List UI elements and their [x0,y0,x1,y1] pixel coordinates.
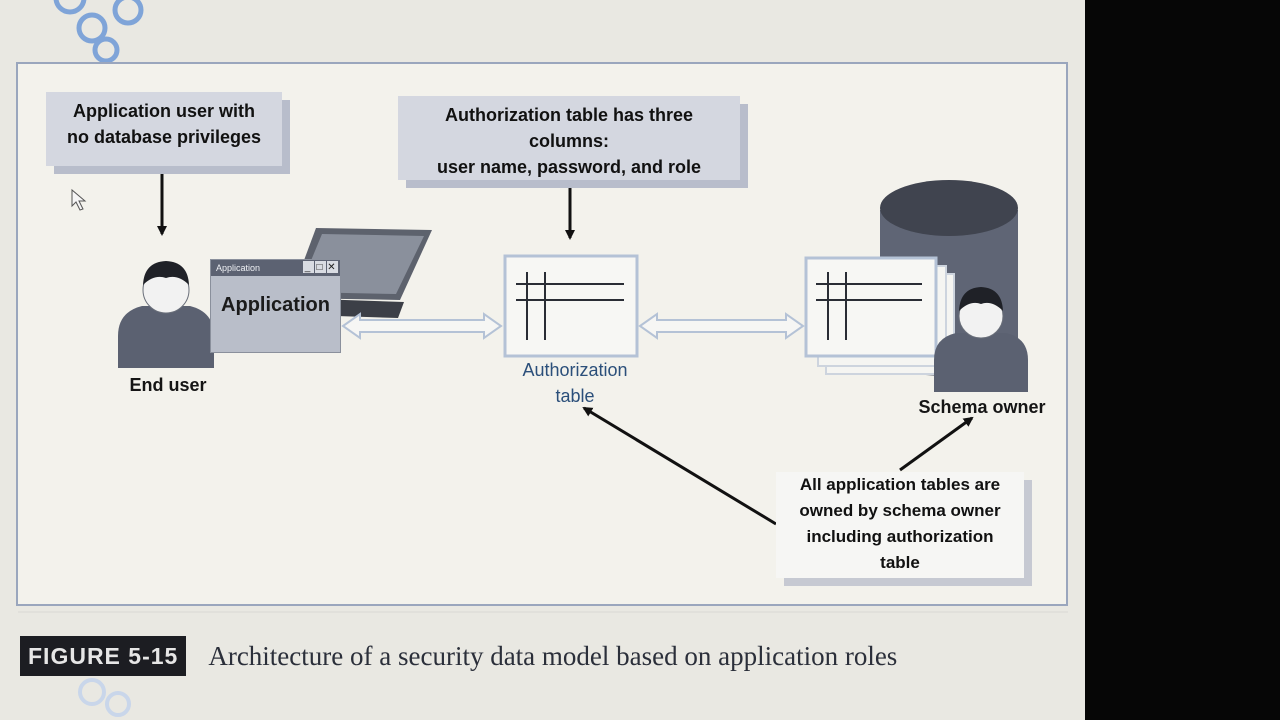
window-controls: _□✕ [302,261,338,274]
schema-owner-person-icon [934,287,1028,392]
callout-app-tables-line3: including authorization [806,527,994,546]
end-user-label: End user [129,375,207,395]
callout-authorization-columns: Authorization table has three columns: u… [398,96,740,180]
callout-end-user-line2: no database privileges [66,127,262,147]
screen-edge-black [1085,0,1280,720]
callout-end-user: Application user with no database privil… [46,92,282,166]
callout-auth-columns-line2: columns: [528,131,609,151]
arrow-to-schema-owner [899,416,974,472]
authorization-table-label-line1: Authorization [522,360,628,380]
callout-auth-columns-line3: user name, password, and role [436,157,702,177]
callout-auth-columns-line1: Authorization table has three [444,105,694,125]
callout-app-tables-line1: All application tables are [799,475,1001,494]
application-window-titlebar: Application _□✕ [211,260,340,276]
authorization-table-label-line2: table [555,386,595,406]
figure-caption: FIGURE 5-15 Architecture of a security d… [20,636,897,676]
callout-app-tables-line2: owned by schema owner [799,501,1001,520]
minimize-icon: _ [303,261,314,273]
auth-to-schema-connector [638,312,805,340]
app-to-auth-connector [341,312,503,340]
application-tables-stack-icon [804,256,955,375]
cursor-icon [71,188,87,211]
application-window-label: Application [221,294,330,316]
authorization-table-label: Authorization table [500,357,650,409]
callout-app-tables-line4: table [880,553,920,572]
logo-bubbles-icon [53,0,144,64]
figure-caption-text: Architecture of a security data model ba… [208,640,898,671]
application-window-icon: Application _□✕ Application [210,259,341,353]
logo-bubbles-faint-icon [78,678,131,717]
authorization-table-icon [503,254,639,358]
arrow-to-auth-table-label [582,406,777,526]
schema-owner-label: Schema owner [918,397,1046,417]
callout-application-tables: All application tables are owned by sche… [776,472,1024,578]
end-user-person-icon [118,261,214,368]
application-window-titlebar-text: Application [216,263,261,273]
maximize-icon: □ [315,261,326,273]
figure-number-badge: FIGURE 5-15 [20,636,187,676]
close-icon: ✕ [327,261,338,273]
callout-end-user-line1: Application user with [72,101,255,121]
